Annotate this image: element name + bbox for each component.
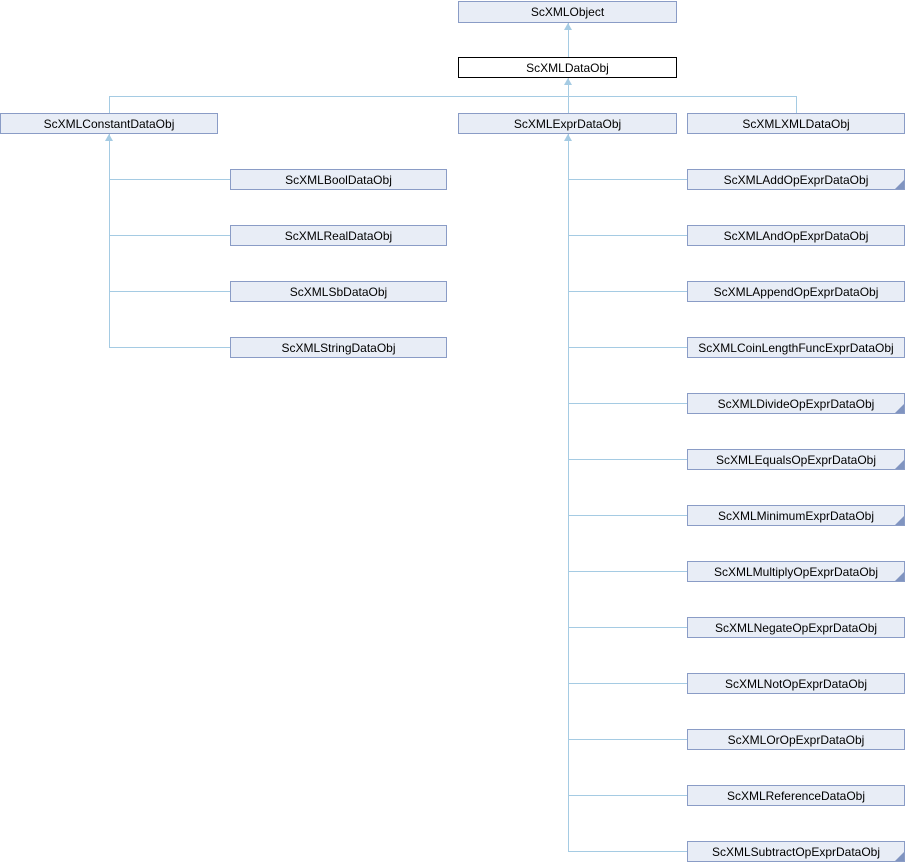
class-node-equalsop[interactable]: ScXMLEqualsOpExprDataObj [687,449,905,470]
edge-segment [568,739,687,740]
folded-corner-icon [895,852,904,861]
edge-segment [568,627,687,628]
class-node-label: ScXMLMinimumExprDataObj [717,508,875,523]
class-node-label: ScXMLAddOpExprDataObj [723,172,869,187]
edge-segment [568,851,687,852]
edge-segment [568,515,687,516]
edge-segment [568,235,687,236]
class-node-label: ScXMLRealDataObj [284,228,393,243]
class-node-label: ScXMLDataObj [526,60,609,75]
class-node-xml[interactable]: ScXMLXMLDataObj [687,113,905,134]
class-node-string[interactable]: ScXMLStringDataObj [230,337,447,358]
class-node-notop[interactable]: ScXMLNotOpExprDataObj [687,673,905,694]
edge-segment [568,403,687,404]
class-node-andop[interactable]: ScXMLAndOpExprDataObj [687,225,905,246]
class-node-sb[interactable]: ScXMLSbDataObj [230,281,447,302]
edge-segment [109,134,110,347]
class-node-label: ScXMLBoolDataObj [285,172,392,187]
folded-corner-icon [895,404,904,413]
class-node-label: ScXMLReferenceDataObj [726,788,866,803]
inheritance-arrow-icon [105,134,113,141]
class-node-label: ScXMLObject [530,5,605,19]
edge-segment [568,795,687,796]
class-node-label: ScXMLEqualsOpExprDataObj [715,452,877,467]
class-node-dataobj: ScXMLDataObj [458,57,677,78]
class-node-divideop[interactable]: ScXMLDivideOpExprDataObj [687,393,905,414]
edge-segment [568,571,687,572]
class-node-expr[interactable]: ScXMLExprDataObj [458,113,677,134]
class-node-label: ScXMLDivideOpExprDataObj [717,396,875,411]
edge-segment [109,96,110,113]
inheritance-arrow-icon [564,134,572,141]
edge-segment [109,179,230,180]
folded-corner-icon [895,516,904,525]
class-node-label: ScXMLCoinLengthFuncExprDataObj [698,340,894,355]
class-node-appendop[interactable]: ScXMLAppendOpExprDataObj [687,281,905,302]
class-node-label: ScXMLXMLDataObj [742,116,850,131]
edge-segment [568,347,687,348]
class-node-addop[interactable]: ScXMLAddOpExprDataObj [687,169,905,190]
edge-segment [796,96,797,113]
class-node-label: ScXMLNegateOpExprDataObj [714,620,878,635]
edge-segment [109,96,796,97]
folded-corner-icon [895,460,904,469]
class-node-coinlength[interactable]: ScXMLCoinLengthFuncExprDataObj [687,337,905,358]
class-node-label: ScXMLStringDataObj [281,340,396,355]
class-node-label: ScXMLExprDataObj [513,116,622,131]
class-node-subtractop[interactable]: ScXMLSubtractOpExprDataObj [687,841,905,862]
class-node-label: ScXMLMultiplyOpExprDataObj [713,564,879,579]
class-node-constant[interactable]: ScXMLConstantDataObj [0,113,218,134]
edge-segment [568,683,687,684]
class-node-real[interactable]: ScXMLRealDataObj [230,225,447,246]
edge-segment [568,179,687,180]
class-node-label: ScXMLAndOpExprDataObj [723,228,869,243]
class-node-object[interactable]: ScXMLObject [458,1,677,23]
folded-corner-icon [895,572,904,581]
edge-segment [568,459,687,460]
class-node-label: ScXMLSubtractOpExprDataObj [711,844,881,859]
edge-segment [568,134,569,851]
edge-segment [568,23,569,57]
edge-segment [568,96,569,113]
class-node-label: ScXMLOrOpExprDataObj [727,732,865,747]
folded-corner-icon [895,180,904,189]
class-node-reference[interactable]: ScXMLReferenceDataObj [687,785,905,806]
class-node-label: ScXMLSbDataObj [289,284,388,299]
edge-segment [109,235,230,236]
class-node-multiplyop[interactable]: ScXMLMultiplyOpExprDataObj [687,561,905,582]
edge-segment [109,347,230,348]
edge-segment [568,78,569,96]
edge-segment [109,291,230,292]
class-node-orop[interactable]: ScXMLOrOpExprDataObj [687,729,905,750]
class-node-minimum[interactable]: ScXMLMinimumExprDataObj [687,505,905,526]
inheritance-arrow-icon [564,78,572,85]
class-node-negateop[interactable]: ScXMLNegateOpExprDataObj [687,617,905,638]
edge-segment [568,291,687,292]
class-node-label: ScXMLConstantDataObj [43,116,175,131]
class-node-label: ScXMLAppendOpExprDataObj [713,284,879,299]
class-node-label: ScXMLNotOpExprDataObj [724,676,868,691]
class-node-bool[interactable]: ScXMLBoolDataObj [230,169,447,190]
inheritance-arrow-icon [564,23,572,30]
